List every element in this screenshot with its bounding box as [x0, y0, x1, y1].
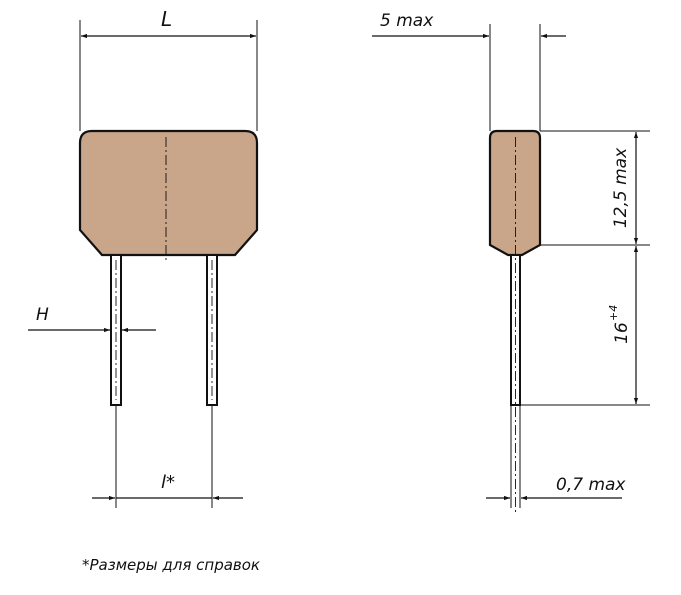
front-body — [78, 129, 259, 257]
side-body — [488, 129, 542, 257]
lead-length-tolerance: +4 — [607, 305, 620, 321]
footnote: *Размеры для справок — [82, 556, 260, 574]
pitch-label: l* — [161, 472, 175, 493]
front-view: L H l* — [28, 7, 259, 508]
height-label: 12,5 max — [611, 147, 631, 228]
H-label: H — [36, 305, 49, 325]
L-label: L — [161, 7, 172, 31]
diameter-label: 0,7 max — [556, 475, 626, 495]
thickness-label: 5 max — [380, 11, 434, 31]
lead-length-label: 16 — [612, 322, 632, 344]
side-view: 5 max 12,5 max 16 +4 0,7 max — [372, 11, 650, 512]
